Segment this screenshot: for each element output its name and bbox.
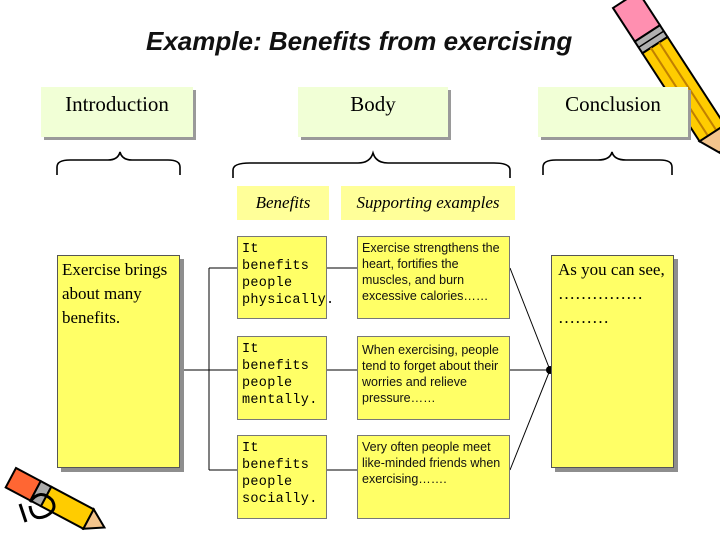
body-brace	[232, 150, 511, 178]
intro-brace	[56, 151, 181, 175]
introduction-header: Introduction	[41, 87, 193, 137]
introduction-box: Exercise brings about many benefits.	[57, 255, 180, 468]
conclusion-brace	[542, 151, 673, 175]
benefit-box: It benefits people mentally.	[237, 336, 327, 420]
example-box: When exercising, people tend to forget a…	[357, 336, 510, 420]
conclusion-text: As you can see, …………… ………	[558, 260, 665, 327]
conclusion-header: Conclusion	[538, 87, 688, 137]
example-box: Exercise strengthens the heart, fortifie…	[357, 236, 510, 319]
supporting-examples-column-header: Supporting examples	[341, 186, 515, 220]
pencil-icon	[4, 466, 107, 531]
benefits-column-header: Benefits	[237, 186, 329, 220]
body-header: Body	[298, 87, 448, 137]
page-title: Example: Benefits from exercising	[146, 26, 573, 56]
example-box: Very often people meet like-minded frien…	[357, 435, 510, 519]
benefit-box: It benefits people socially.	[237, 435, 327, 519]
conclusion-box: As you can see, …………… ………	[551, 255, 674, 468]
benefit-box: It benefits people physically.	[237, 236, 334, 319]
introduction-text: Exercise brings about many benefits.	[62, 260, 168, 327]
